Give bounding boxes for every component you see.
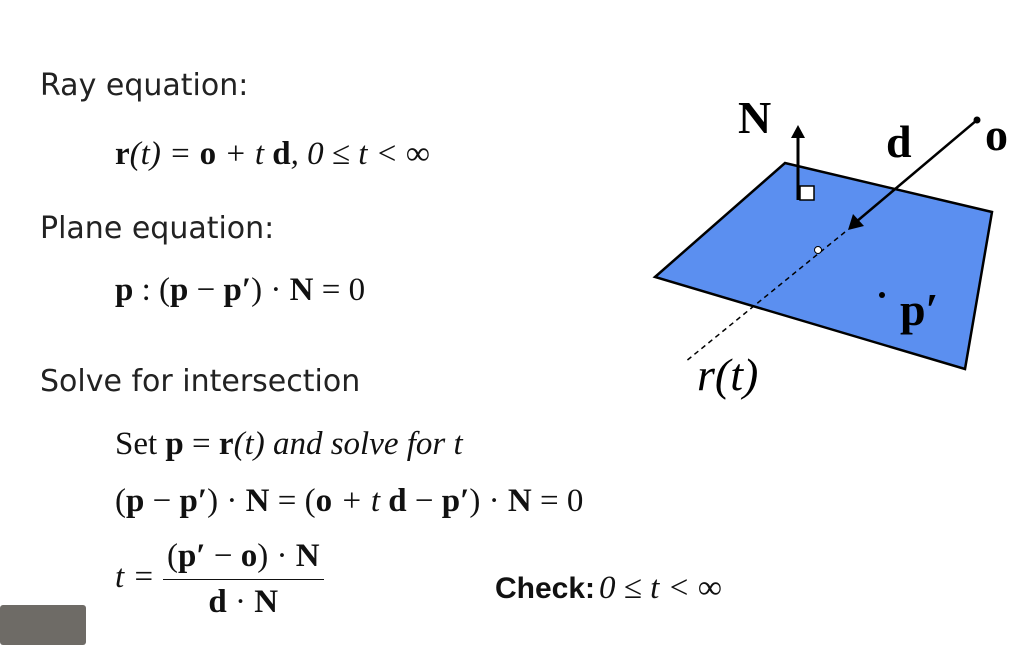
- plane-equation: p : (p − p′) · N = 0: [115, 272, 366, 308]
- set-line: Set p = r(t) and solve for t: [115, 426, 463, 462]
- plane: [652, 161, 994, 371]
- intersection-point: [814, 246, 822, 254]
- direction-label: d: [886, 116, 912, 167]
- right-angle-marker: [799, 185, 815, 201]
- ray-arrowhead: [848, 214, 864, 230]
- plane-equation-label: Plane equation:: [40, 211, 275, 246]
- check-note: Check: 0 ≤ t < ∞: [495, 570, 722, 606]
- video-thumbnail: [0, 605, 86, 645]
- point-label: p′: [900, 284, 939, 335]
- normal-arrowhead: [791, 125, 805, 138]
- ray-line: [855, 119, 978, 223]
- origin-point: [973, 116, 981, 124]
- plane-point: [879, 292, 885, 298]
- ray-equation: r(t) = o + t d, 0 ≤ t < ∞: [115, 136, 430, 172]
- normal-label: N: [738, 92, 771, 143]
- ray-equation-label: Ray equation:: [40, 68, 249, 103]
- expanded-equation: (p − p′) · N = (o + t d − p′) · N = 0: [115, 483, 584, 519]
- ray-dashed-extension: [684, 231, 846, 363]
- t-solution: t = (p′ − o) · N d · N: [115, 538, 324, 621]
- solve-label: Solve for intersection: [40, 364, 361, 399]
- origin-label: o: [985, 109, 1008, 160]
- ray-param-label: r(t): [697, 349, 758, 400]
